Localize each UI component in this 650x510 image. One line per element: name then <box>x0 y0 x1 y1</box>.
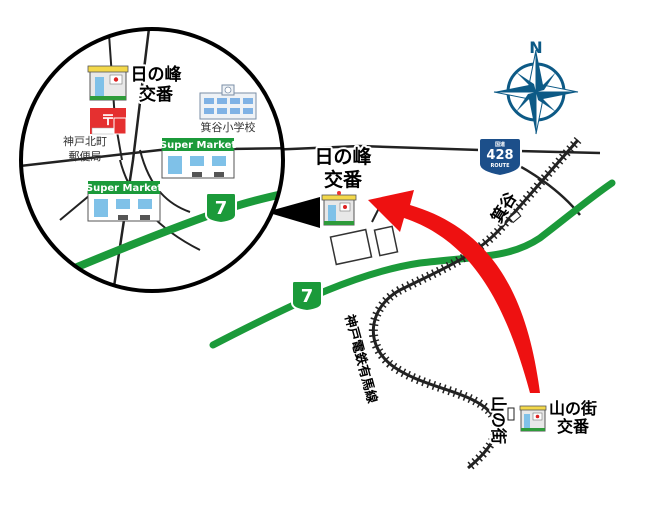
supermarket-icon-1: Super Market <box>160 138 236 179</box>
yamanomachi-koban-label-1: 山の街 <box>549 399 597 418</box>
hinomine-koban-label-1: 日の峰 <box>314 145 372 168</box>
yamanomachi-station-marker <box>507 407 515 421</box>
route7-shield-main: 7 <box>291 280 323 313</box>
inset-koban-label-2: 交番 <box>139 84 174 105</box>
route7-number-inset: 7 <box>215 198 228 219</box>
inset-koban-label-1: 日の峰 <box>131 64 183 85</box>
inset-border <box>19 27 285 293</box>
route428-shield: 国道 428 ROUTE <box>478 137 522 178</box>
inset-koban-icon <box>87 65 129 101</box>
supermarket-label-1: Super Market <box>160 140 236 151</box>
direction-arrow <box>368 190 540 393</box>
post-office-label-1: 神戸北町 <box>63 134 107 148</box>
hinomine-koban-icon <box>321 191 357 226</box>
route428-number: 428 <box>486 148 513 163</box>
route428-bottom-text: ROUTE <box>491 163 511 169</box>
yamanomachi-koban-label-2: 交番 <box>557 417 590 436</box>
svg-text:〒: 〒 <box>101 113 115 129</box>
building-block-2 <box>373 225 399 257</box>
inset-pointer <box>266 197 320 228</box>
building-block-1 <box>329 228 373 266</box>
compass-north-label: N <box>529 38 542 57</box>
minotani-station-marker <box>508 210 522 224</box>
supermarket-icon-2: Super Market <box>86 181 162 222</box>
hinomine-koban-label-2: 交番 <box>324 168 363 191</box>
yamanomachi-station-label: 山の街 <box>489 396 508 444</box>
main-road-dark <box>267 144 601 155</box>
supermarket-label-2: Super Market <box>86 183 162 194</box>
school-label: 箕谷小学校 <box>201 120 256 134</box>
railway-track <box>368 136 582 472</box>
post-office-icon: 〒 <box>90 108 127 135</box>
minotani-station-label: 箕谷 <box>487 188 521 227</box>
yamanomachi-koban-icon <box>519 405 547 432</box>
route7-number-main: 7 <box>301 286 314 307</box>
compass-icon <box>493 49 579 135</box>
route7-shield-inset: 7 <box>205 192 237 225</box>
route428-top-text: 国道 <box>495 141 505 148</box>
post-office-label-2: 郵便局 <box>69 150 102 163</box>
school-icon <box>199 84 257 120</box>
